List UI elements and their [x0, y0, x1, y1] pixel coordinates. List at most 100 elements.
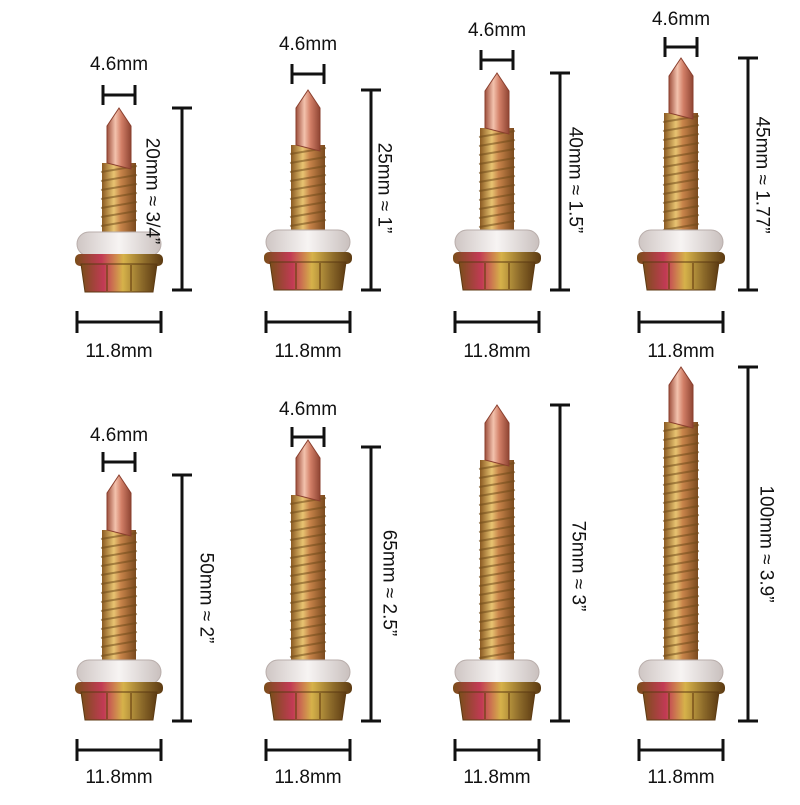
thread-ridge — [478, 516, 516, 524]
thread-ridge — [478, 489, 516, 497]
thread-ridge — [478, 525, 516, 533]
thread-diameter-label-50mm: 4.6mm — [89, 425, 149, 446]
flange-100mm — [637, 682, 725, 694]
dimension-lines-20mm — [75, 85, 192, 333]
thread-ridge — [662, 142, 700, 150]
washer-width-label-100mm: 11.8mm — [647, 767, 715, 788]
thread-ridge — [662, 124, 700, 132]
flange-45mm — [637, 252, 725, 264]
thread-ridge — [478, 498, 516, 506]
dimension-lines-40mm — [453, 50, 570, 333]
thread-ridge — [478, 507, 516, 515]
thread-ridge — [478, 175, 516, 183]
flange-40mm — [453, 252, 541, 264]
thread-ridge — [478, 570, 516, 578]
thread-ridge — [478, 579, 516, 587]
thread-ridge — [478, 202, 516, 210]
drill-point-75mm — [484, 404, 510, 467]
thread-ridge — [662, 433, 700, 441]
thread-ridge — [662, 514, 700, 522]
thread-ridge — [662, 505, 700, 513]
hex-head-65mm — [269, 691, 347, 721]
thread-diameter-label-20mm: 4.6mm — [89, 54, 149, 75]
washer-65mm — [265, 659, 351, 685]
thread-ridge — [478, 471, 516, 479]
thread-ridge — [478, 552, 516, 560]
thread-ridge — [100, 559, 138, 567]
flange-50mm — [75, 682, 163, 694]
washer-25mm — [265, 229, 351, 255]
screw-75mm — [453, 404, 541, 721]
thread-ridge — [289, 210, 327, 218]
thread-ridge — [478, 480, 516, 488]
screw-45mm — [637, 57, 725, 291]
thread-ridge — [662, 613, 700, 621]
washer-width-label-45mm: 11.8mm — [647, 341, 715, 362]
thread-ridge — [662, 541, 700, 549]
washer-50mm — [76, 659, 162, 685]
thread-ridge — [100, 595, 138, 603]
drill-point-25mm — [295, 89, 321, 152]
washer-width-label-50mm: 11.8mm — [85, 767, 153, 788]
thread-ridge — [100, 640, 138, 648]
dimension-lines-75mm — [453, 403, 570, 761]
thread-ridge — [478, 220, 516, 228]
length-label-100mm: 100mm ≈ 3.9” — [755, 485, 777, 603]
thread-ridge — [478, 139, 516, 147]
thread-ridge — [478, 588, 516, 596]
screw-65mm — [264, 439, 352, 721]
thread-ridge — [100, 219, 138, 227]
thread-ridge — [478, 543, 516, 551]
washer-width-label-40mm: 11.8mm — [463, 341, 531, 362]
thread-ridge — [662, 550, 700, 558]
thread-ridge — [289, 533, 327, 541]
length-label-40mm: 40mm ≈ 1.5” — [564, 126, 586, 234]
thread-diameter-label-40mm: 4.6mm — [467, 20, 527, 41]
thread-ridge — [100, 613, 138, 621]
screw-50mm — [75, 474, 163, 721]
thread-ridge — [478, 642, 516, 650]
thread-ridge — [662, 577, 700, 585]
thread-ridge — [289, 560, 327, 568]
length-label-65mm: 65mm ≈ 2.5” — [378, 529, 400, 637]
thread-ridge — [662, 196, 700, 204]
thread-ridge — [100, 604, 138, 612]
screw-20mm — [75, 107, 163, 293]
hex-head-75mm — [458, 691, 536, 721]
thread-ridge — [662, 622, 700, 630]
thread-ridge — [478, 633, 516, 641]
thread-ridge — [662, 559, 700, 567]
screw-25mm — [264, 89, 352, 291]
thread-ridge — [289, 641, 327, 649]
thread-ridge — [478, 561, 516, 569]
thread-ridge — [662, 478, 700, 486]
thread-ridge — [289, 623, 327, 631]
washer-width-label-20mm: 11.8mm — [85, 341, 153, 362]
drill-point-100mm — [668, 366, 694, 429]
thread-ridge — [662, 487, 700, 495]
dimension-lines-100mm — [637, 365, 758, 761]
thread-ridge — [662, 151, 700, 159]
thread-diameter-label-45mm: 4.6mm — [651, 9, 711, 30]
thread-ridge — [662, 532, 700, 540]
thread-ridge — [289, 614, 327, 622]
thread-ridge — [478, 606, 516, 614]
thread-ridge — [478, 193, 516, 201]
thread-ridge — [289, 578, 327, 586]
thread-ridge — [100, 174, 138, 182]
thread-ridge — [478, 624, 516, 632]
thread-ridge — [478, 157, 516, 165]
hex-head-20mm — [80, 263, 158, 293]
thread-ridge — [100, 201, 138, 209]
washer-45mm — [638, 229, 724, 255]
washer-75mm — [454, 659, 540, 685]
drill-point-65mm — [295, 439, 321, 502]
thread-ridge — [662, 604, 700, 612]
thread-ridge — [662, 133, 700, 141]
washer-width-label-75mm: 11.8mm — [463, 767, 531, 788]
hex-head-50mm — [80, 691, 158, 721]
drill-point-40mm — [484, 72, 510, 135]
thread-ridge — [662, 160, 700, 168]
thread-ridge — [662, 187, 700, 195]
